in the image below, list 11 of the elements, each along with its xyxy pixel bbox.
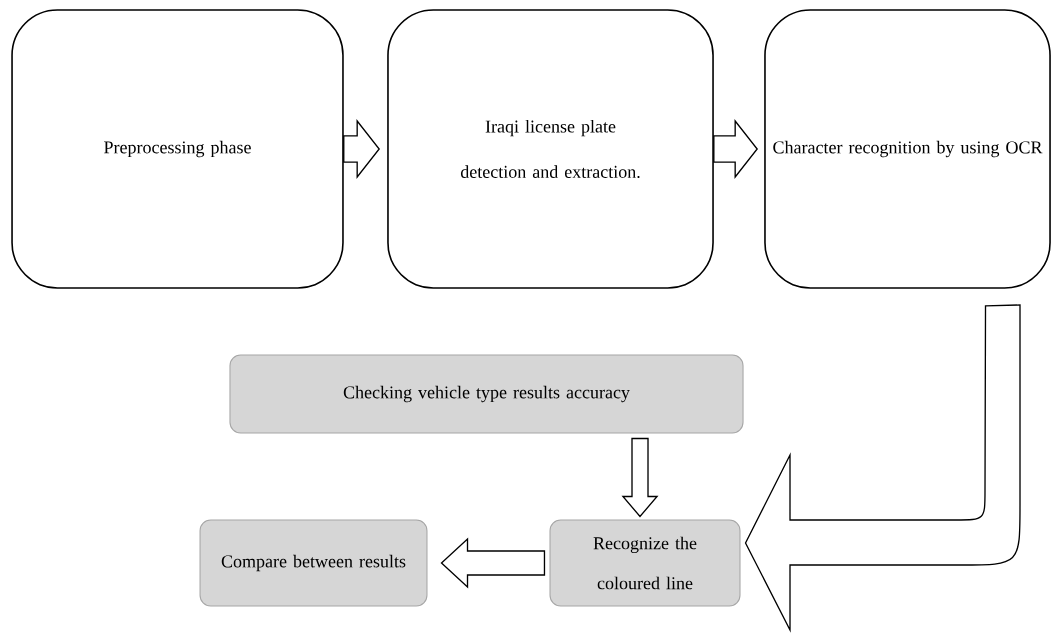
block-arrow (744, 304, 1021, 631)
process-box: Iraqi license plate detection and extraction. (387, 9, 714, 289)
block-arrow (343, 119, 380, 179)
step-box: Compare between results (199, 519, 428, 607)
block-arrow (440, 537, 546, 589)
step-box: Recognize the coloured line (549, 519, 741, 607)
step-box: Checking vehicle type results accuracy (229, 354, 744, 434)
process-box: Preprocessing phase (11, 9, 344, 289)
block-arrow (621, 437, 659, 518)
process-box: Character recognition by using OCR (764, 9, 1051, 289)
block-arrow (713, 119, 758, 179)
